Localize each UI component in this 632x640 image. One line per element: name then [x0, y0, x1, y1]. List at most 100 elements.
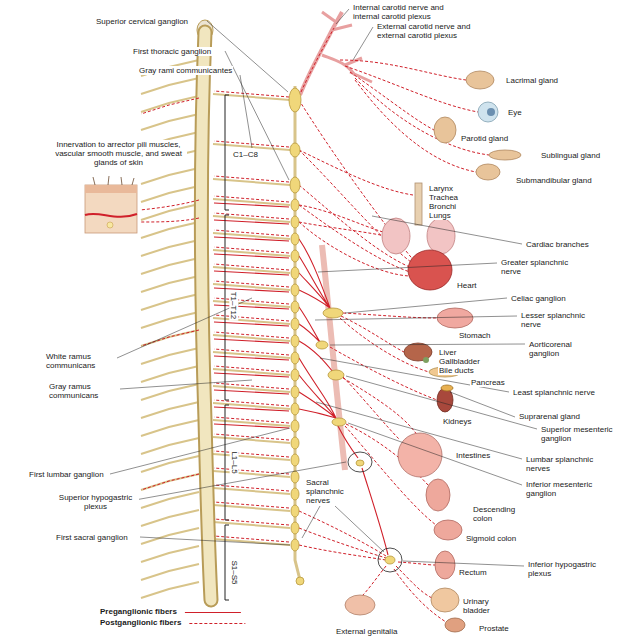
organ [423, 357, 429, 363]
structure-label: First sacral ganglion [55, 533, 129, 542]
ganglion [291, 318, 299, 330]
aorta [322, 245, 345, 470]
segment-bracket [225, 95, 229, 600]
organ [441, 385, 453, 391]
organ [437, 388, 453, 412]
preganglionic-fiber [299, 239, 330, 308]
ganglion [332, 418, 346, 426]
structure-label: Stomach [458, 331, 492, 340]
ganglion [291, 522, 299, 534]
skin-block [85, 185, 137, 193]
organ [431, 588, 459, 612]
structure-label: Innervation to arrector pili muscles, va… [50, 140, 187, 167]
spinal-cord [197, 20, 213, 600]
segment-bracket [225, 95, 229, 600]
head-artery [322, 12, 372, 82]
leader-line [110, 9, 537, 566]
postganglionic-fiber [299, 511, 386, 560]
organ [415, 183, 422, 225]
ganglion [291, 386, 299, 398]
structure-label: Intestines [455, 451, 491, 460]
plexus-outline [378, 548, 402, 572]
structure-label: External genitalia [335, 627, 398, 636]
organ [426, 479, 450, 511]
structure-label: Inferior mesenteric ganglion [525, 480, 607, 498]
structure-label: First lumbar ganglion [28, 470, 105, 479]
structure-label: Gallbladder [438, 357, 481, 366]
structure-label: Lumbar splanchnic nerves [525, 455, 612, 473]
structure-label: Eye [507, 108, 523, 117]
segment-label: S1–S5 [230, 559, 239, 585]
postganglionic-fiber [140, 28, 489, 622]
organ [398, 433, 442, 477]
aorta [322, 245, 345, 470]
ganglion [291, 301, 299, 313]
postganglionic-fiber [330, 313, 437, 400]
ganglion [328, 370, 344, 380]
structure-label: Parotid gland [460, 134, 509, 143]
organ [345, 71, 521, 632]
ganglion [291, 539, 299, 551]
structure-label: Bile ducts [438, 366, 475, 375]
plexus-outline [348, 452, 402, 572]
ganglion [323, 308, 343, 318]
structure-label: Aorticorenal ganglion [528, 340, 595, 358]
ganglion [291, 505, 299, 517]
ganglion [316, 341, 328, 349]
structure-label: Suprarenal gland [518, 412, 581, 421]
structure-label: Internal carotid nerve and internal caro… [352, 3, 469, 21]
ganglion [356, 460, 364, 466]
structure-label: Heart [456, 281, 478, 290]
structure-label: Prostate [478, 624, 510, 633]
ganglion [385, 556, 395, 564]
preganglionic-fiber [214, 203, 388, 555]
structure-label: White ramus communicans [45, 352, 117, 370]
legend-text: Postganglionic fibers [100, 618, 181, 628]
structure-label: Bronchi [428, 202, 457, 211]
structure-label: Urinary bladder [462, 597, 504, 615]
ganglion [296, 577, 304, 585]
ganglion [291, 199, 299, 211]
ganglion [291, 369, 299, 381]
ganglion [289, 88, 301, 112]
organ [466, 71, 494, 89]
postganglionic-fiber [301, 28, 334, 92]
structure-label: Submandibular gland [515, 176, 593, 185]
ganglion [291, 403, 299, 415]
organ [427, 218, 455, 254]
organ [435, 551, 455, 579]
organ [445, 618, 465, 632]
structure-label: Greater splanchnic nerve [500, 258, 582, 276]
structure-label: Lacrimal gland [505, 76, 559, 85]
skin-block [85, 185, 137, 233]
legend-text: Preganglionic fibers [100, 607, 177, 617]
ganglion [291, 352, 299, 364]
ganglion [291, 488, 299, 500]
organ [382, 218, 410, 254]
structure-label: Sigmoid colon [465, 534, 517, 543]
structure-label: Lesser splanchnic nerve [520, 311, 602, 329]
skin-block [85, 214, 137, 217]
structure-label: Gray ramus communicans [48, 382, 120, 400]
organ [434, 117, 456, 143]
structure-label: Superior cervical ganglion [95, 17, 189, 26]
head-artery [300, 12, 372, 95]
skin-block [85, 176, 137, 233]
organ [345, 595, 375, 615]
organ [487, 108, 495, 116]
legend-line [185, 612, 241, 613]
organ [408, 250, 452, 290]
ganglion [291, 471, 299, 483]
structure-label: Least splanchnic nerve [512, 388, 596, 397]
structure-label: First thoracic ganglion [132, 47, 212, 56]
postganglionic-fiber [362, 562, 446, 622]
structure-label: Superior hypogastric plexus [52, 493, 139, 511]
structure-label: Celiac ganglion [510, 294, 567, 303]
structure-label: Descending colon [472, 505, 524, 523]
skin-block [107, 222, 113, 228]
structure-label: Sublingual gland [540, 151, 601, 160]
structure-label: Superior mesenteric ganglion [540, 425, 622, 443]
legend-line [189, 623, 245, 624]
ganglion [291, 233, 299, 245]
